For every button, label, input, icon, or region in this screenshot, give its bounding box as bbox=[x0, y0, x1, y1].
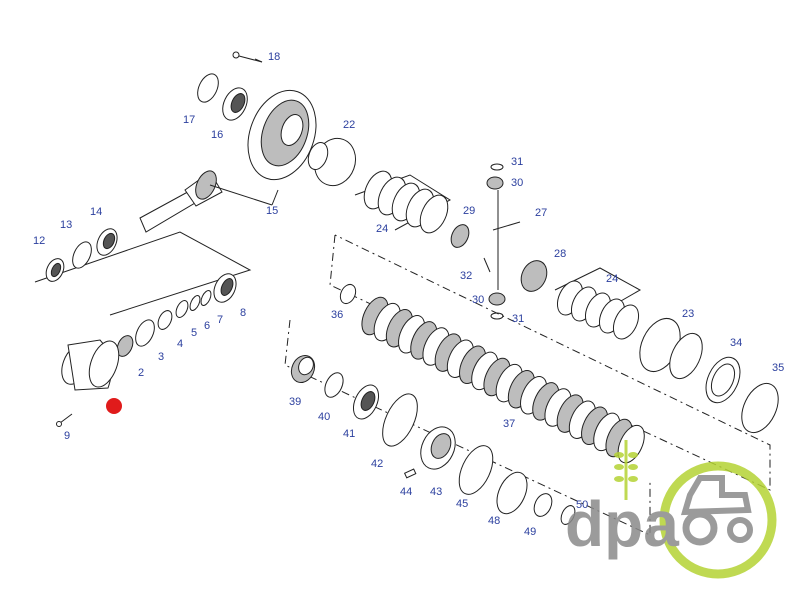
part-9-hub-housing bbox=[61, 339, 120, 391]
label-23: 23 bbox=[682, 308, 694, 320]
part-6-ring bbox=[189, 295, 201, 311]
part-5-ring bbox=[175, 300, 189, 318]
part-9-screw bbox=[56, 413, 73, 427]
label-13: 13 bbox=[60, 219, 72, 231]
part-15-pinion-shaft bbox=[139, 170, 279, 233]
group-frame-left bbox=[34, 231, 252, 316]
part-13-ring bbox=[72, 241, 92, 269]
part-3-ring bbox=[135, 319, 155, 347]
part-29-gear bbox=[450, 224, 470, 248]
label-27: 27 bbox=[535, 207, 547, 219]
part-4-washer bbox=[157, 310, 173, 330]
label-30-top: 30 bbox=[511, 177, 523, 189]
part-12-bearing bbox=[45, 258, 65, 282]
part-22-carrier bbox=[307, 137, 357, 187]
label-9: 9 bbox=[64, 430, 70, 442]
part-41-bearing bbox=[352, 384, 380, 420]
label-4: 4 bbox=[177, 338, 183, 350]
label-49: 49 bbox=[524, 526, 536, 538]
label-44: 44 bbox=[400, 486, 412, 498]
part-49-ring bbox=[533, 493, 553, 517]
label-28: 28 bbox=[554, 248, 566, 260]
label-41: 41 bbox=[343, 428, 355, 440]
watermark-logo: dpa bbox=[565, 440, 777, 579]
part-2-nut bbox=[116, 335, 134, 357]
part-17-ring bbox=[197, 73, 219, 103]
part-48-ring bbox=[496, 471, 528, 515]
part-34-bearing bbox=[705, 356, 741, 404]
label-18: 18 bbox=[268, 51, 280, 63]
part-44-pin bbox=[403, 468, 417, 479]
label-42: 42 bbox=[371, 458, 383, 470]
part-32-pin bbox=[483, 257, 491, 273]
part-18-pin bbox=[232, 51, 263, 63]
part-39-piston bbox=[290, 354, 316, 384]
label-32: 32 bbox=[460, 270, 472, 282]
label-36: 36 bbox=[331, 309, 343, 321]
tractor-icon bbox=[680, 475, 753, 546]
label-40: 40 bbox=[318, 411, 330, 423]
part-45-ring bbox=[458, 445, 494, 495]
clutch-pack-24-upper bbox=[363, 170, 449, 234]
label-15: 15 bbox=[266, 205, 278, 217]
clutch-pack-37 bbox=[361, 296, 645, 464]
label-6: 6 bbox=[204, 320, 210, 332]
label-7: 7 bbox=[217, 314, 223, 326]
label-31-top: 31 bbox=[511, 156, 523, 168]
label-35: 35 bbox=[772, 362, 784, 374]
label-16: 16 bbox=[211, 129, 223, 141]
long-frame-upper bbox=[329, 234, 771, 491]
label-30-bottom: 30 bbox=[472, 294, 484, 306]
part-31-washer-top bbox=[490, 163, 504, 171]
part-28-gear bbox=[520, 260, 548, 292]
crop-icon bbox=[614, 440, 638, 500]
label-12: 12 bbox=[33, 235, 45, 247]
label-29: 29 bbox=[463, 205, 475, 217]
part-50-ring bbox=[560, 505, 576, 525]
label-24-upper: 24 bbox=[376, 223, 388, 235]
red-dot-marker bbox=[106, 398, 122, 414]
label-8: 8 bbox=[240, 307, 246, 319]
watermark-text: dpa bbox=[565, 488, 679, 560]
part-7-ring bbox=[200, 290, 212, 306]
label-50: 50 bbox=[576, 499, 588, 511]
part-42-seal-ring bbox=[382, 393, 418, 447]
label-22: 22 bbox=[343, 119, 355, 131]
label-14: 14 bbox=[90, 206, 102, 218]
part-14-bearing bbox=[96, 228, 118, 256]
label-43: 43 bbox=[430, 486, 442, 498]
crown-gear bbox=[247, 89, 317, 181]
part-30-gear-top bbox=[486, 176, 504, 190]
part-23-housing bbox=[639, 318, 703, 380]
part-43-flange bbox=[420, 426, 456, 470]
label-17: 17 bbox=[183, 114, 195, 126]
part-8-bearing bbox=[213, 273, 237, 303]
part-31-washer-bottom bbox=[490, 312, 504, 320]
label-24-lower: 24 bbox=[606, 273, 618, 285]
part-27-cross-shaft bbox=[492, 190, 521, 290]
long-frame-lower bbox=[284, 319, 651, 536]
label-2: 2 bbox=[138, 367, 144, 379]
label-31-bottom: 31 bbox=[512, 313, 524, 325]
part-35-ring bbox=[741, 382, 779, 434]
part-16-bearing bbox=[222, 87, 248, 121]
part-36-ring bbox=[339, 283, 357, 305]
part-40-ring bbox=[324, 372, 344, 398]
label-48: 48 bbox=[488, 515, 500, 527]
label-34: 34 bbox=[730, 337, 742, 349]
label-5: 5 bbox=[191, 327, 197, 339]
part-30-gear-bottom bbox=[488, 292, 506, 306]
label-45: 45 bbox=[456, 498, 468, 510]
label-3: 3 bbox=[158, 351, 164, 363]
label-37: 37 bbox=[503, 418, 515, 430]
label-39: 39 bbox=[289, 396, 301, 408]
clutch-pack-24-lower bbox=[556, 280, 640, 340]
